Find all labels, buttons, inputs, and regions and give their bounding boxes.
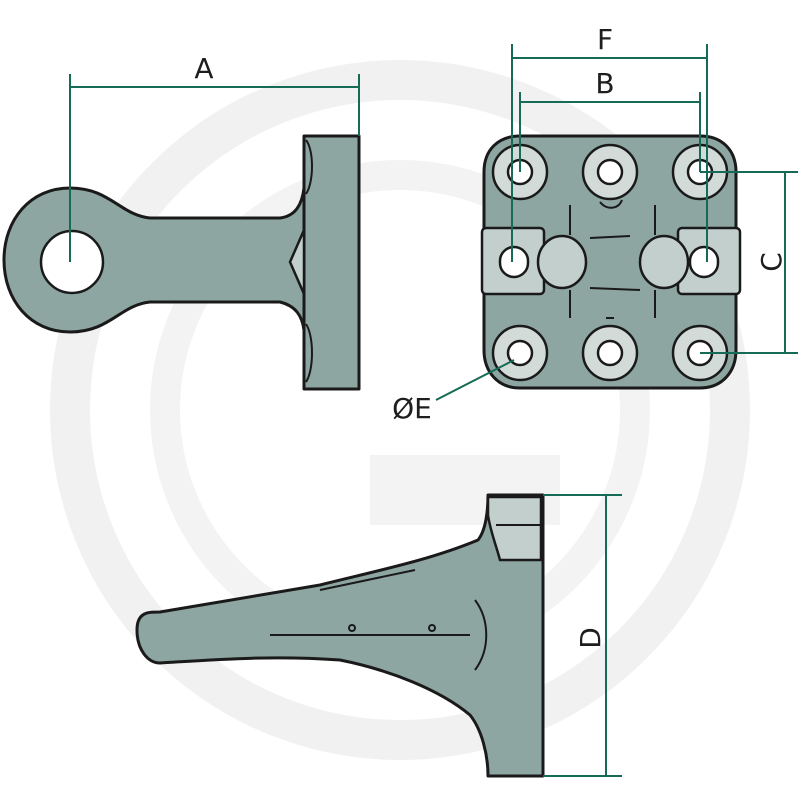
dim-d-label: D bbox=[574, 627, 607, 649]
side-flange-slot-bottom bbox=[305, 323, 313, 383]
front-rivet-2 bbox=[428, 624, 436, 632]
side-view: A bbox=[2, 52, 361, 391]
top-view: F B C ØE bbox=[392, 23, 798, 425]
dim-a-label: A bbox=[194, 52, 213, 85]
top-bolt-hole-4 bbox=[506, 339, 534, 367]
front-view: D bbox=[135, 493, 622, 778]
top-slot-left bbox=[498, 245, 530, 279]
side-eye-arm bbox=[2, 186, 306, 334]
dim-e-label: ØE bbox=[392, 392, 432, 425]
top-bolt-hole-5 bbox=[596, 339, 624, 367]
top-body bbox=[482, 134, 738, 390]
side-flange-slot-top bbox=[305, 139, 313, 195]
dim-f-label: F bbox=[597, 23, 613, 56]
side-flange bbox=[302, 134, 361, 391]
dim-c-label: C bbox=[755, 252, 788, 272]
front-rivet-1 bbox=[348, 624, 356, 632]
top-boss-left bbox=[536, 234, 588, 290]
top-boss-right bbox=[638, 234, 690, 290]
side-flange-notch bbox=[288, 229, 306, 295]
top-bolt-hole-2 bbox=[596, 158, 624, 186]
dim-e-leader bbox=[435, 359, 515, 401]
top-slot-right bbox=[688, 245, 720, 279]
front-top-boss bbox=[486, 495, 543, 562]
side-eye-hole bbox=[39, 229, 105, 295]
top-center-details bbox=[569, 199, 656, 319]
dim-b-label: B bbox=[595, 67, 614, 100]
front-rib bbox=[270, 569, 488, 671]
